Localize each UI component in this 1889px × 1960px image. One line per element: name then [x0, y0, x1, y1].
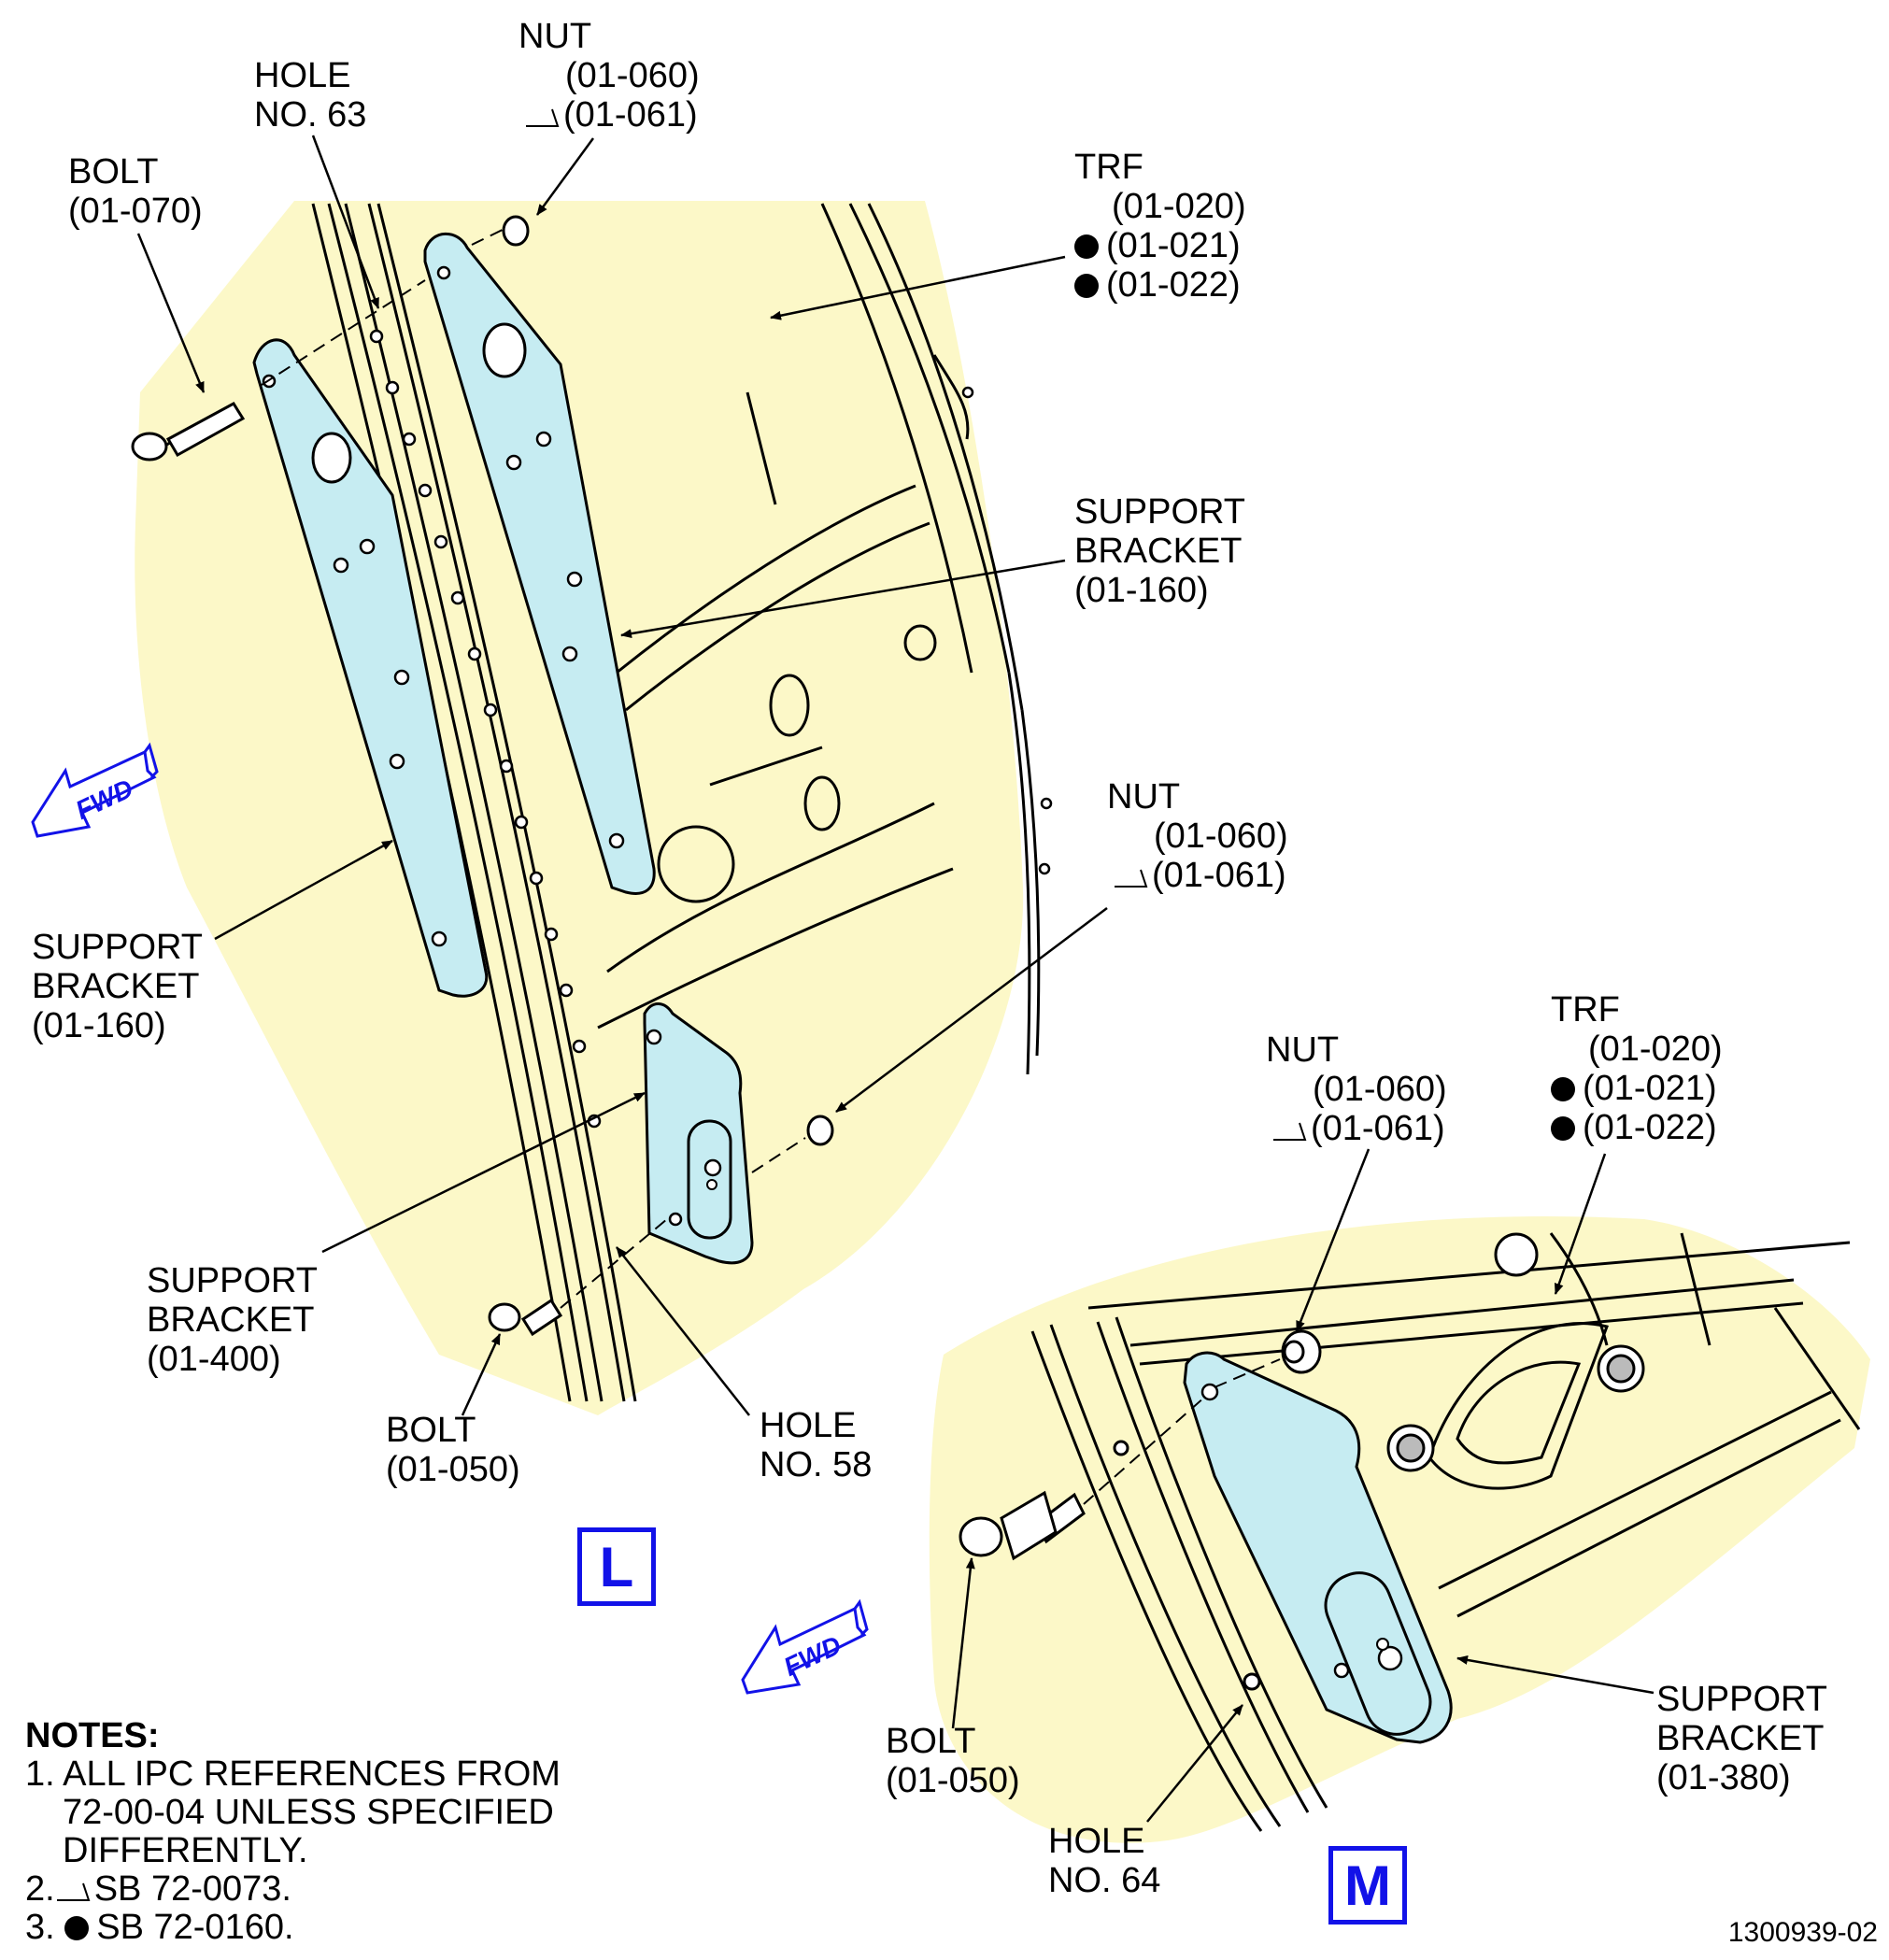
label-hole-58-line1: HOLE	[760, 1406, 857, 1445]
view-l-rivets	[369, 329, 1053, 1129]
label-support-400-line1: SUPPORT	[147, 1261, 319, 1300]
label-nut-mid-ref1: (01-060)	[1154, 817, 1288, 856]
label-support-380-line1: SUPPORT	[1656, 1680, 1828, 1719]
view-l-hardware	[131, 215, 834, 1337]
label-hole-63: HOLE NO. 63	[254, 56, 366, 135]
label-nut-m: NUT (01-060) (01-061)	[1266, 1030, 1447, 1148]
support-bracket-400	[643, 1002, 754, 1265]
label-trf-l-ref3: (01-022)	[1106, 265, 1241, 305]
label-trf-m-name: TRF	[1551, 990, 1620, 1030]
label-support-400-line2: BRACKET	[147, 1300, 315, 1340]
sb-0160-dot-icon	[1551, 1077, 1575, 1101]
label-trf-l-ref1: (01-020)	[1112, 187, 1246, 226]
label-hole-64-line1: HOLE	[1048, 1822, 1145, 1861]
sb-0073-triangle-icon	[1115, 869, 1148, 888]
label-trf-m-ref1: (01-020)	[1588, 1030, 1723, 1069]
sb-0073-triangle-icon	[1273, 1122, 1307, 1141]
label-support-400-ref: (01-400)	[147, 1340, 281, 1379]
label-support-left-line1: SUPPORT	[32, 928, 204, 967]
label-support-right-line2: BRACKET	[1074, 532, 1243, 571]
label-trf-l-ref2: (01-021)	[1106, 226, 1241, 265]
sb-0160-dot-icon	[1551, 1116, 1575, 1141]
sb-0073-triangle-icon	[526, 108, 560, 127]
label-hole-64: HOLE NO. 64	[1048, 1822, 1160, 1900]
label-bolt-070-ref: (01-070)	[68, 192, 203, 231]
view-m-hardware	[959, 1329, 1322, 1561]
label-nut-mid: NUT (01-060) (01-061)	[1107, 777, 1288, 895]
label-support-bracket-right: SUPPORT BRACKET (01-160)	[1074, 492, 1245, 610]
label-nut-top-ref1: (01-060)	[565, 56, 700, 95]
note-2-number: 2.	[25, 1869, 55, 1909]
label-nut-m-ref2: (01-061)	[1311, 1109, 1445, 1148]
note-3-text: SB 72-0160.	[96, 1908, 294, 1947]
note-1-line1: 1. ALL IPC REFERENCES FROM	[25, 1754, 561, 1794]
label-trf-l: TRF (01-020) (01-021) (01-022)	[1074, 148, 1246, 305]
label-trf-m: TRF (01-020) (01-021) (01-022)	[1551, 990, 1723, 1147]
note-1-line3: DIFFERENTLY.	[63, 1831, 308, 1870]
note-1-line2: 72-00-04 UNLESS SPECIFIED	[63, 1793, 554, 1832]
label-bolt-050-l: BOLT (01-050)	[386, 1411, 520, 1489]
view-m-frame	[1030, 1232, 1861, 1832]
label-bolt-m-name: BOLT	[886, 1722, 976, 1761]
label-nut-mid-ref2: (01-061)	[1152, 856, 1286, 895]
note-3-number: 3.	[25, 1908, 55, 1947]
support-bracket-right	[423, 232, 656, 895]
support-bracket-left	[252, 338, 489, 998]
label-bolt-070: BOLT (01-070)	[68, 152, 203, 231]
label-bolt-m: BOLT (01-050)	[886, 1722, 1020, 1800]
label-hole-58-line2: NO. 58	[760, 1445, 873, 1484]
view-m-fasteners	[1113, 1232, 1645, 1691]
label-hole-58: HOLE NO. 58	[760, 1406, 872, 1484]
support-bracket-380	[1183, 1351, 1453, 1744]
leader-lines	[136, 135, 1655, 1823]
notes-block: NOTES: 1. ALL IPC REFERENCES FROM 72-00-…	[25, 1717, 561, 1947]
label-bolt-050-l-ref: (01-050)	[386, 1450, 520, 1489]
sb-0160-dot-icon	[1074, 234, 1099, 259]
label-support-bracket-400: SUPPORT BRACKET (01-400)	[147, 1261, 318, 1379]
label-hole-64-line2: NO. 64	[1048, 1861, 1161, 1900]
view-label-l: L	[577, 1527, 656, 1606]
label-nut-top-name: NUT	[518, 17, 592, 56]
label-bolt-m-ref: (01-050)	[886, 1761, 1020, 1800]
label-support-left-ref: (01-160)	[32, 1006, 166, 1045]
sb-0073-triangle-icon	[56, 1882, 91, 1901]
label-nut-m-ref1: (01-060)	[1313, 1070, 1447, 1109]
label-support-right-ref: (01-160)	[1074, 571, 1209, 610]
label-support-left-line2: BRACKET	[32, 967, 200, 1006]
label-bolt-070-name: BOLT	[68, 152, 159, 192]
label-hole-63-line2: NO. 63	[254, 95, 367, 135]
label-nut-top-ref2: (01-061)	[563, 95, 698, 135]
sb-0160-dot-icon	[1074, 274, 1099, 298]
view-label-m: M	[1328, 1846, 1407, 1924]
figure-number: 1300939-02	[1727, 1917, 1878, 1948]
label-trf-l-name: TRF	[1074, 148, 1143, 187]
label-support-right-line1: SUPPORT	[1074, 492, 1246, 532]
fwd-arrow-l	[31, 742, 159, 838]
label-nut-mid-name: NUT	[1107, 777, 1181, 817]
label-trf-m-ref3: (01-022)	[1583, 1108, 1717, 1147]
label-support-bracket-left: SUPPORT BRACKET (01-160)	[32, 928, 203, 1045]
label-support-380-ref: (01-380)	[1656, 1758, 1791, 1797]
fwd-arrow-m	[741, 1598, 869, 1695]
label-nut-top: NUT (01-060) (01-061)	[518, 17, 700, 135]
note-2-text: SB 72-0073.	[93, 1869, 291, 1909]
label-nut-m-name: NUT	[1266, 1030, 1340, 1070]
notes-title: NOTES:	[25, 1716, 160, 1755]
view-l-frame	[311, 203, 1041, 1402]
label-hole-63-line1: HOLE	[254, 56, 351, 95]
label-support-380-line2: BRACKET	[1656, 1719, 1825, 1758]
sb-0160-dot-icon	[64, 1916, 90, 1940]
label-bolt-050-l-name: BOLT	[386, 1411, 476, 1450]
label-trf-m-ref2: (01-021)	[1583, 1069, 1717, 1108]
label-support-bracket-380: SUPPORT BRACKET (01-380)	[1656, 1680, 1827, 1797]
